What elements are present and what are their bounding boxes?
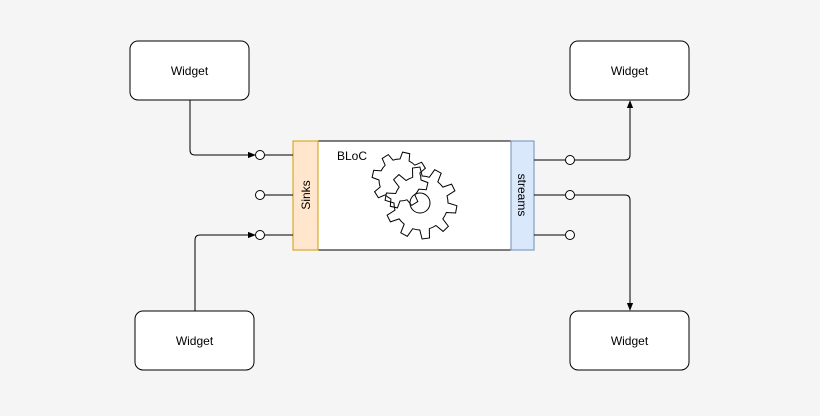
connector-stream-to-widget-bottom [575,194,634,311]
gear-small-icon [371,151,429,209]
stream-port [565,190,575,200]
widget-bottom-right: Widget [569,310,690,371]
connector-widget-to-sink-top [189,100,256,159]
stream-port [565,230,575,240]
sink-port [255,190,265,200]
sinks-label: Sinks [299,180,313,209]
bloc-label: BLoC [337,149,367,163]
stream-port [565,155,575,165]
connector-widget-to-sink-bottom [194,231,256,311]
sink-port [255,150,265,160]
widget-bottom-left: Widget [134,310,255,371]
sinks-strip [292,140,319,251]
connectors [189,100,634,311]
gears-icon [371,151,458,240]
widget-top-right: Widget [569,40,690,101]
bloc-component: BLoC Sinks streams [292,140,535,251]
bloc-box [317,140,512,251]
widget-label: Widget [611,334,649,348]
stream-ports [534,155,575,240]
sink-port [255,230,265,240]
widget-label: Widget [171,64,209,78]
widget-label: Widget [176,334,214,348]
streams-label: streams [515,174,529,217]
sink-ports [255,150,293,240]
widget-top-left: Widget [129,40,250,101]
widget-label: Widget [611,64,649,78]
gear-large-icon [384,166,458,240]
connector-stream-to-widget-top [575,100,634,161]
gear-hub [409,192,431,214]
